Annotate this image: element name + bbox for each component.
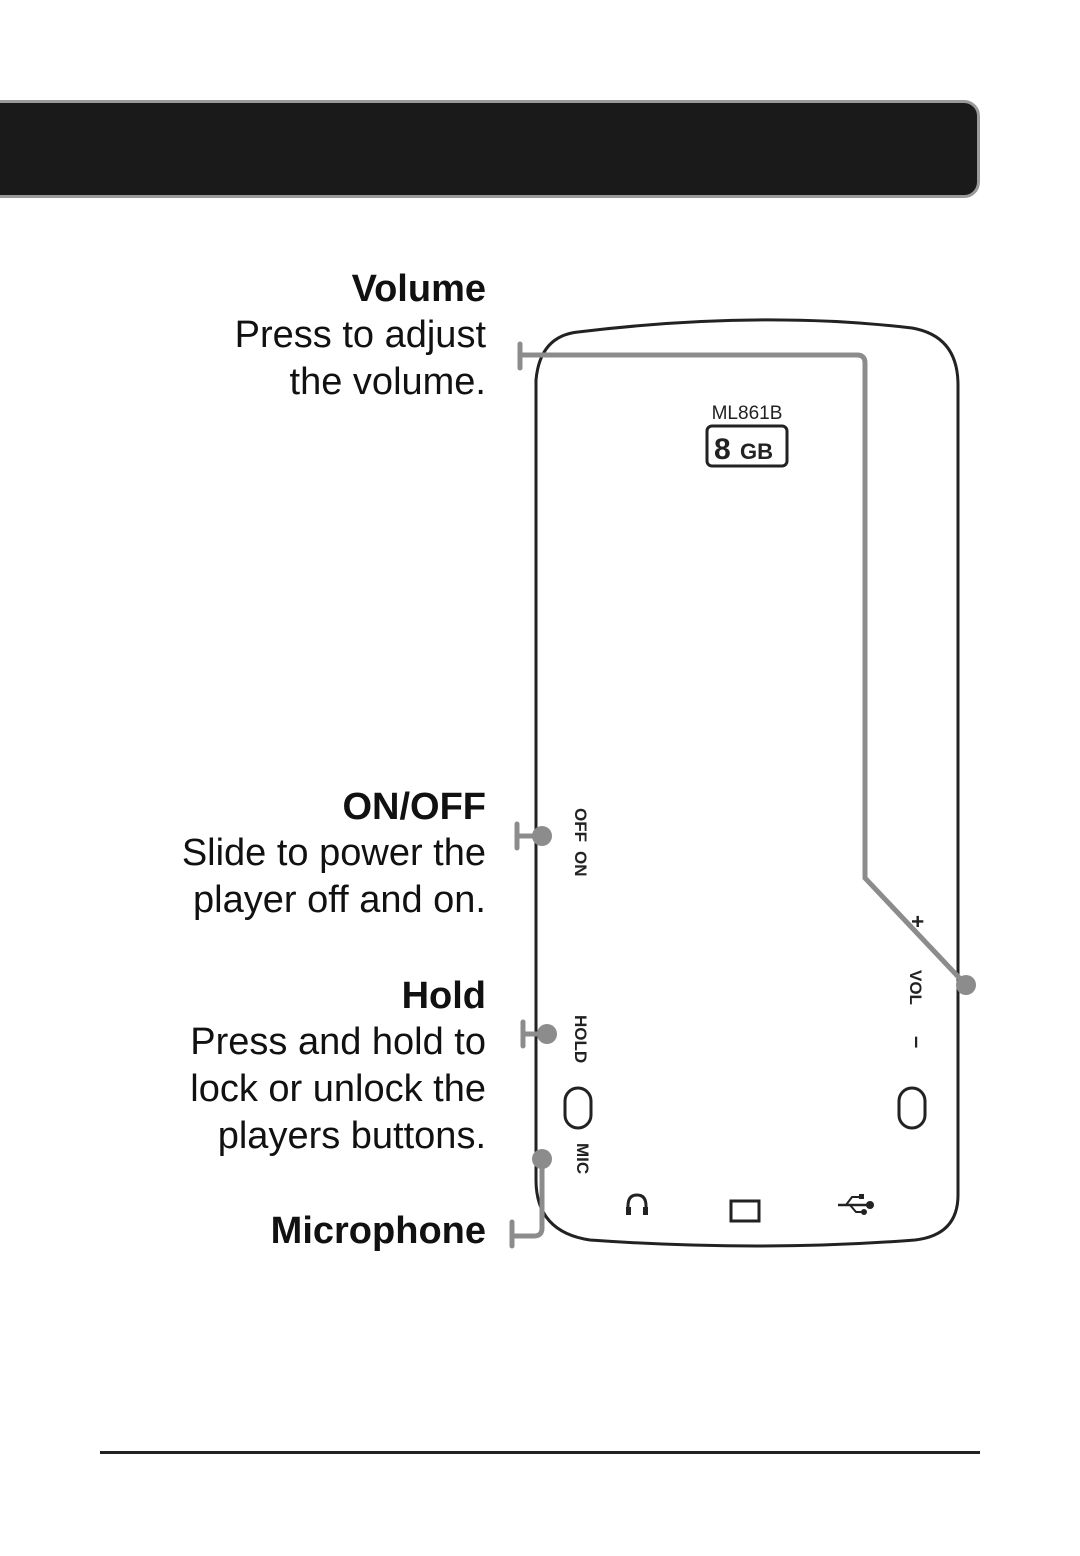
capacity-number: 8 xyxy=(714,433,731,466)
volume-desc-line-2: the volume. xyxy=(289,361,486,403)
hold-callout-dot xyxy=(537,1024,557,1044)
microphone-callout: Microphone xyxy=(271,1208,486,1254)
onoff-desc-line-1: Slide to power the xyxy=(181,832,486,874)
volume-desc-line-1: Press to adjust xyxy=(234,314,486,356)
capacity-badge: 8 GB xyxy=(705,424,789,468)
volume-callout-dot xyxy=(956,975,976,995)
capacity-unit: GB xyxy=(740,439,773,464)
bottom-rule xyxy=(100,1451,980,1454)
onoff-callout: ON/OFF Slide to power the player off and… xyxy=(182,784,486,924)
header-bar xyxy=(0,100,980,198)
onoff-callout-dot xyxy=(532,826,552,846)
volume-title: Volume xyxy=(351,268,486,310)
volume-callout-line xyxy=(517,341,969,988)
volume-callout: Volume Press to adjust the volume. xyxy=(235,266,486,406)
hold-label: HOLD xyxy=(571,1015,590,1063)
microphone-callout-dot xyxy=(532,1149,552,1169)
headphone-icon xyxy=(626,1193,648,1215)
microphone-callout-line xyxy=(509,1157,545,1249)
hold-desc-line-1: Press and hold to xyxy=(190,1021,486,1063)
vol-minus-label: – xyxy=(905,1036,930,1048)
device-outline xyxy=(534,318,960,1248)
microphone-title: Microphone xyxy=(270,1210,486,1252)
hold-title: Hold xyxy=(401,975,486,1017)
switch-off-label: OFF xyxy=(571,808,590,842)
hold-desc-line-3: players buttons. xyxy=(217,1115,486,1157)
right-oval-button xyxy=(897,1086,927,1130)
model-label: ML861B xyxy=(712,403,783,424)
hold-callout: Hold Press and hold to lock or unlock th… xyxy=(190,973,486,1160)
onoff-desc-line-2: player off and on. xyxy=(193,879,486,921)
hold-desc-line-2: lock or unlock the xyxy=(190,1068,486,1110)
onoff-title: ON/OFF xyxy=(342,786,486,828)
switch-on-label: ON xyxy=(571,851,590,877)
left-oval-button xyxy=(563,1086,593,1130)
mic-label: MIC xyxy=(573,1143,592,1174)
usb-icon xyxy=(838,1194,874,1215)
vol-label: VOL xyxy=(906,970,925,1005)
screen-icon xyxy=(729,1199,761,1223)
